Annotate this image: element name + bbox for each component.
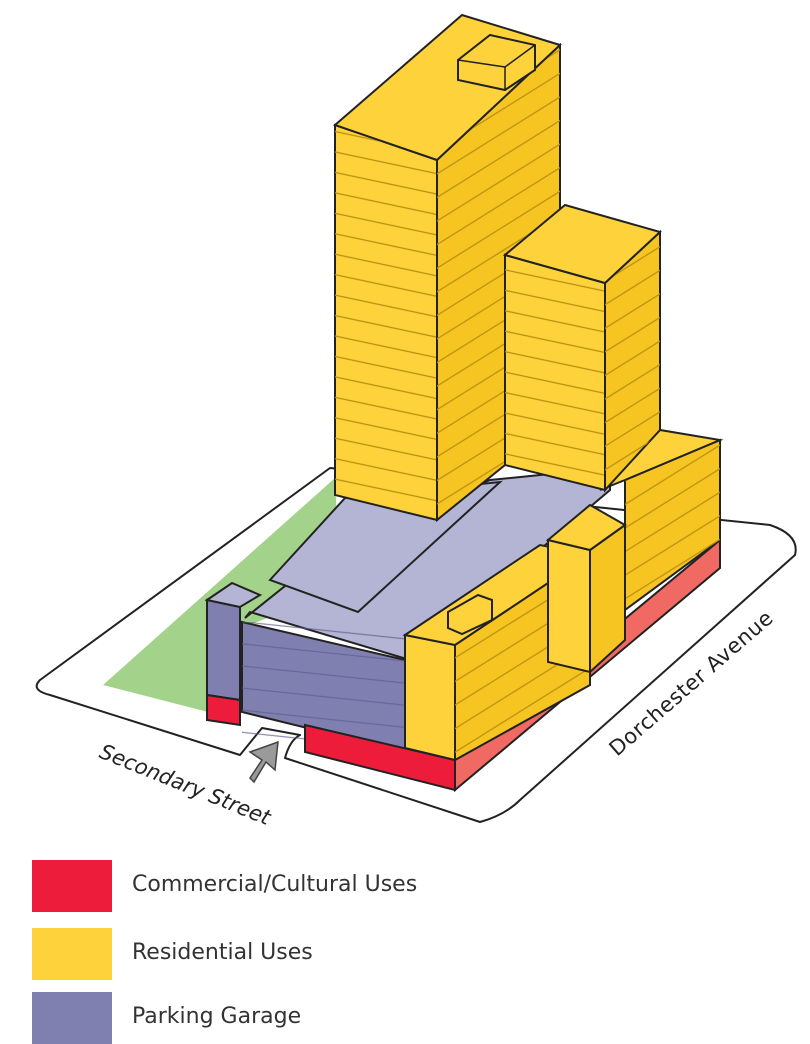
commercial-podium-left [206,693,241,727]
secondary-street-label: Secondary Street [96,739,275,830]
parking-swatch [32,992,112,1044]
garage-tower-front [206,598,241,702]
garage-entry-arrow [248,740,279,784]
residential-swatch [32,928,112,980]
legend-label-commercial: Commercial/Cultural Uses [132,872,418,897]
podium-roof-box [447,593,493,636]
core-top [545,503,627,552]
building-massing-diagram: Secondary Street Dorchester Avenue [35,13,797,830]
core-front [547,538,591,674]
podium-front-face [404,633,456,762]
commercial-swatch [32,860,112,912]
legend-item-residential: Residential Uses [32,928,732,980]
rooftop-penthouse [457,33,536,92]
tall-tower-front-floors [335,125,437,520]
legend-item-commercial: Commercial/Cultural Uses [32,860,732,912]
legend-label-residential: Residential Uses [132,940,313,965]
tall-tower-side-floors [437,45,560,520]
legend-item-parking: Parking Garage [32,992,732,1044]
right-wing-floor-lines [625,440,720,610]
mid-tower-front-floors [505,255,605,490]
garage-tower-top [204,581,263,609]
mid-tower-side-floors [605,232,660,490]
mid-tower-roof [502,203,662,285]
legend-label-parking: Parking Garage [132,1004,302,1029]
